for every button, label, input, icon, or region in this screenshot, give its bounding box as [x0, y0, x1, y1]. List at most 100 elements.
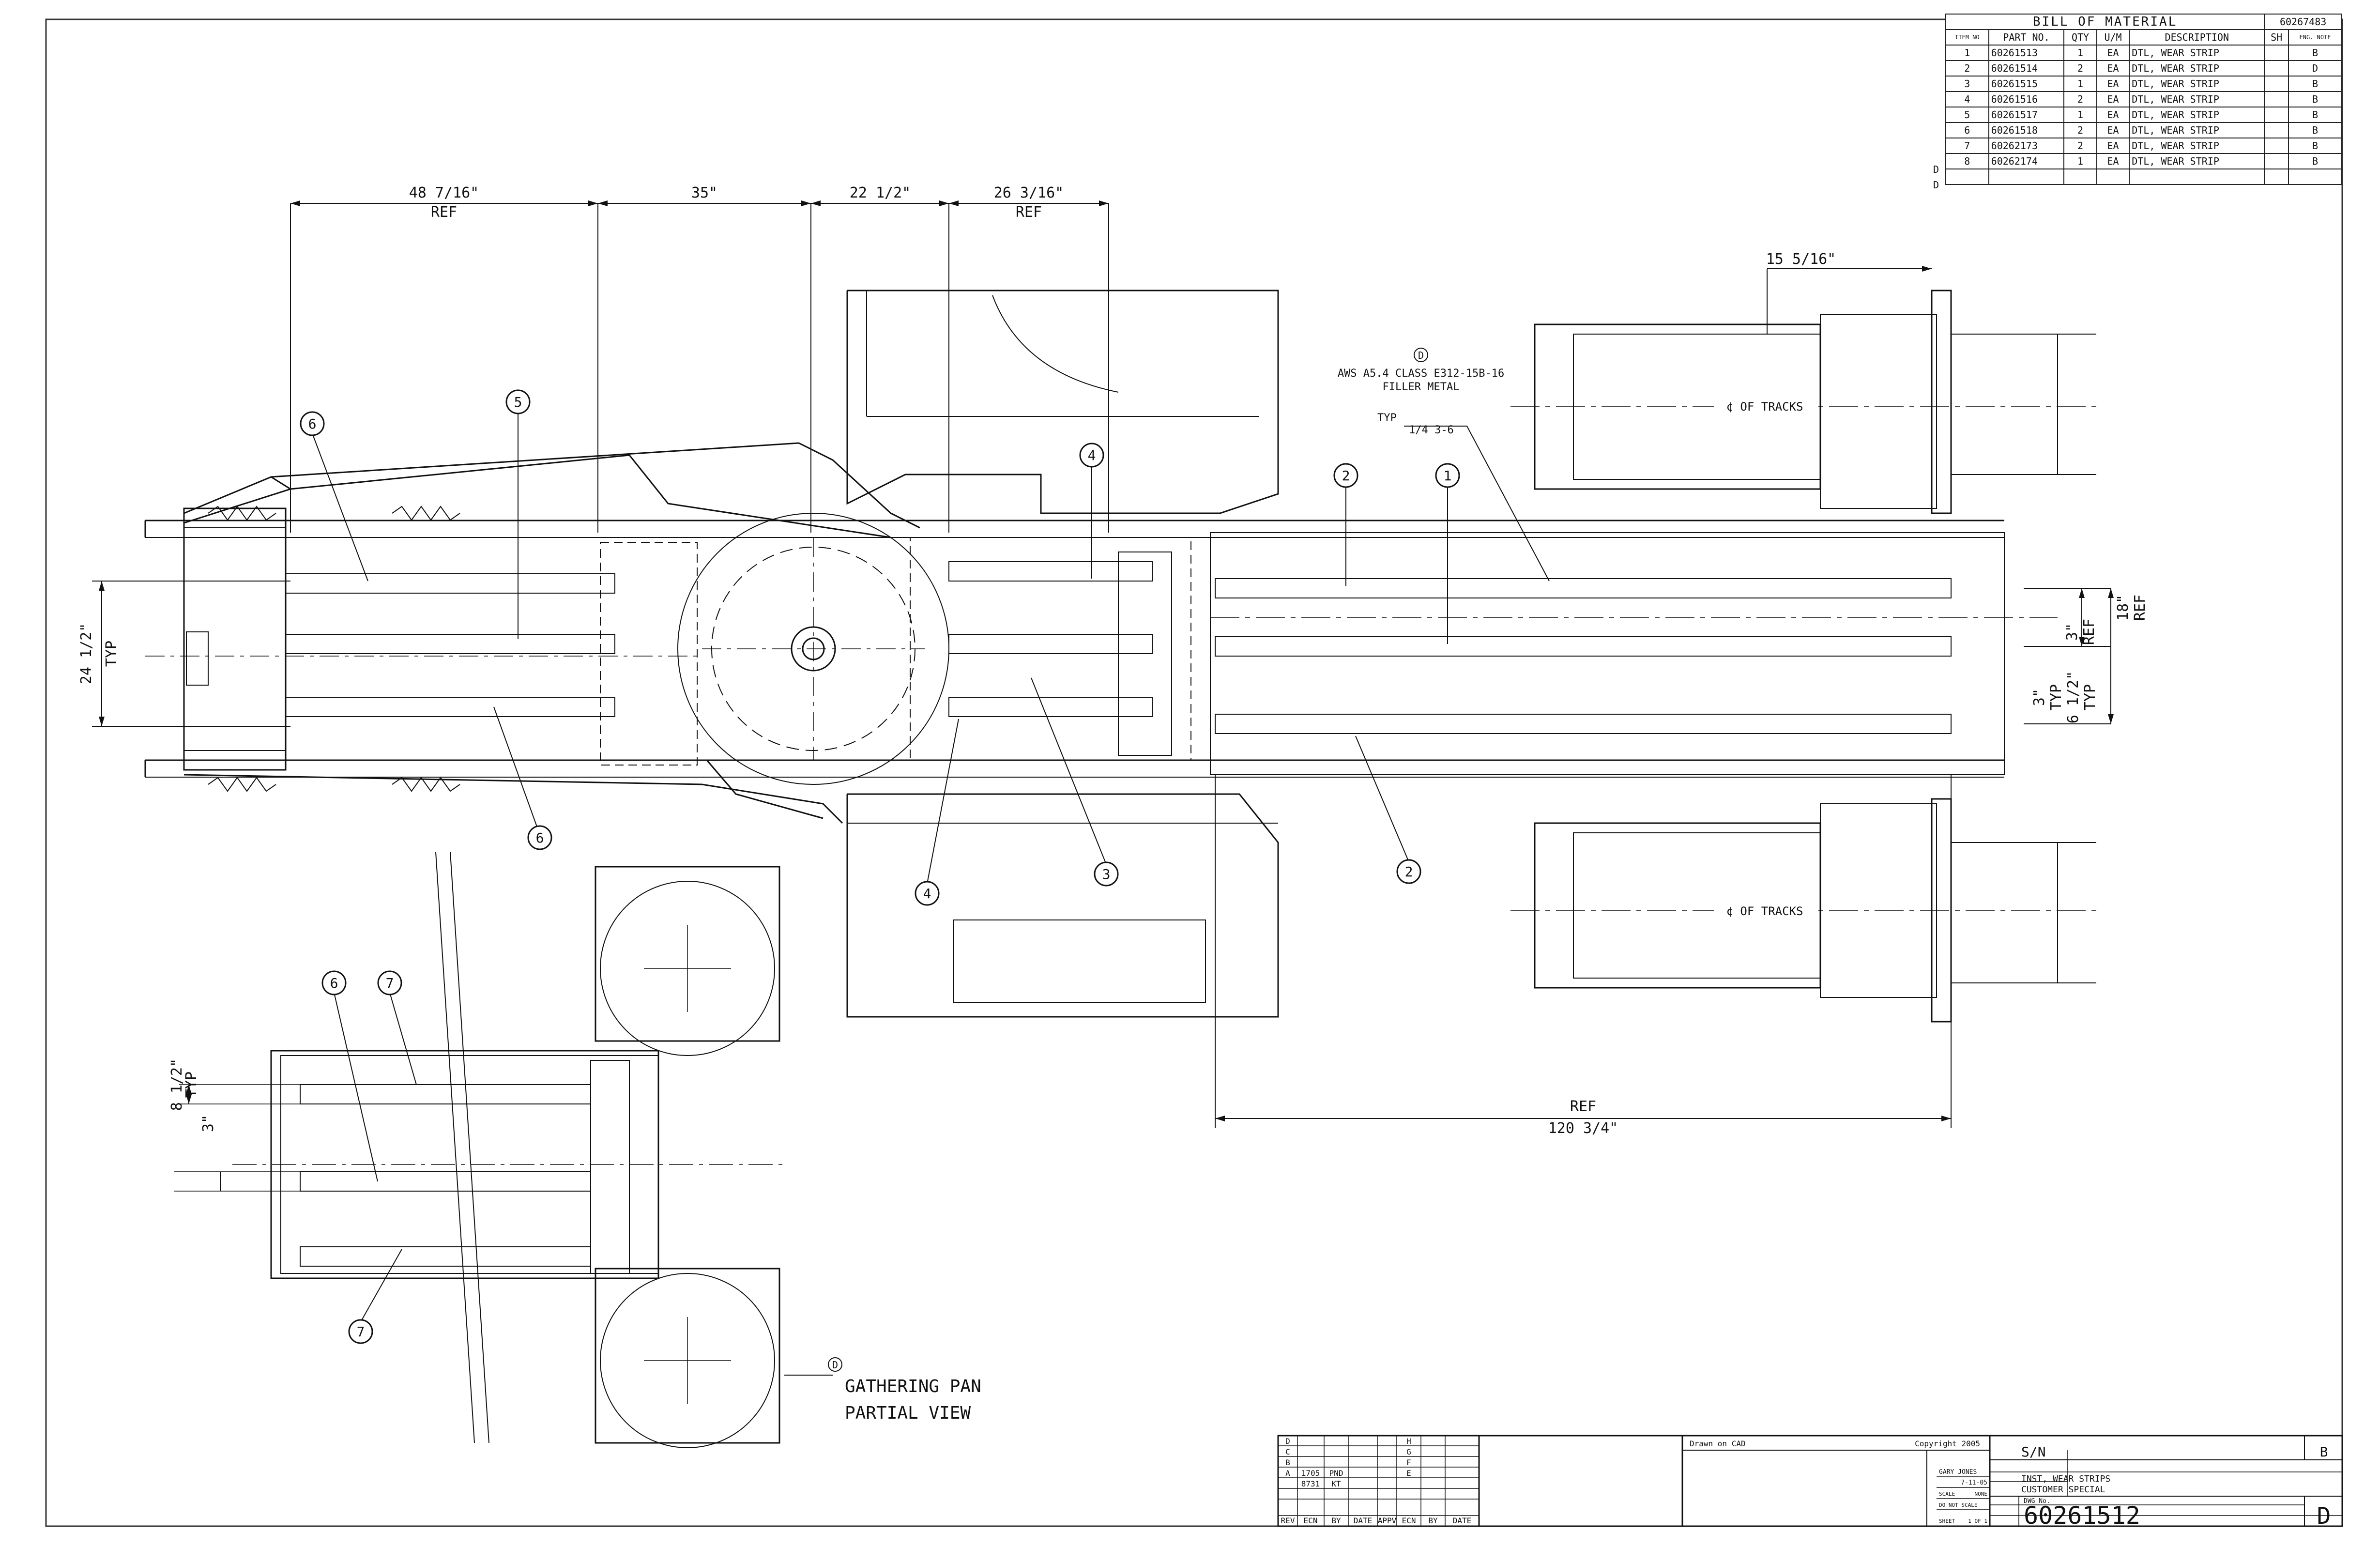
bom-desc: DTL, WEAR STRIP [2129, 45, 2265, 61]
sheet-border [45, 18, 2343, 1527]
dim-24-typ: TYP [103, 641, 120, 667]
bom-sh [2264, 107, 2289, 123]
rev-row-4-rev: A [1285, 1469, 1290, 1478]
bom-title: BILL OF MATERIAL [1945, 14, 2265, 30]
bom-part: 60262174 [1988, 153, 2065, 169]
balloon-6-top [300, 411, 325, 436]
bom-item: 1 [1945, 45, 1989, 61]
weld-note-line2: FILLER METAL [1383, 381, 1460, 393]
balloon-1 [1435, 463, 1460, 488]
bom-um: EA [2096, 76, 2130, 92]
balloon-6-pan [321, 970, 347, 996]
track-centerline-lower: ¢ OF TRACKS [1726, 904, 1803, 918]
bom-item: 8 [1945, 153, 1989, 169]
sheet-value: 1 OF 1 [1968, 1518, 1987, 1524]
dim-120-ref: REF [1570, 1098, 1596, 1115]
bom-part: 60261514 [1988, 60, 2065, 77]
bom-part: 60261518 [1988, 122, 2065, 138]
bom-item: 2 [1945, 60, 1989, 77]
rev-row-3-rev2: F [1406, 1458, 1411, 1467]
bom-sh [2264, 60, 2289, 77]
rev-row-2-rev: C [1285, 1447, 1290, 1456]
bom-um: EA [2096, 91, 2130, 107]
drawn-on-cad: Drawn on CAD [1690, 1439, 1746, 1448]
dim-48-ref: REF [431, 204, 457, 221]
rev-hdr-by: BY [1331, 1516, 1341, 1525]
balloon-6-bottom-num: 6 [536, 830, 544, 846]
bom-desc: DTL, WEAR STRIP [2129, 60, 2265, 77]
rev-row-4-by: PND [1329, 1469, 1343, 1478]
bom-desc: DTL, WEAR STRIP [2129, 91, 2265, 107]
bom-note: D [2288, 60, 2342, 77]
bom-um: EA [2096, 107, 2130, 123]
bom-um: EA [2096, 60, 2130, 77]
bom-part: 60261515 [1988, 76, 2065, 92]
bom-note: B [2288, 122, 2342, 138]
balloon-5 [505, 389, 531, 414]
bom-desc: DTL, WEAR STRIP [2129, 153, 2265, 169]
bom-um: EA [2096, 138, 2130, 154]
bom-note: B [2288, 107, 2342, 123]
bom-part: 60261516 [1988, 91, 2065, 107]
drawing-number: 60261512 [2024, 1501, 2140, 1530]
bom-sh [2264, 138, 2289, 154]
balloon-6-pan-num: 6 [330, 975, 338, 991]
weld-note-marker: D [1418, 350, 1424, 361]
table-row: 4 60261516 2 EA DTL, WEAR STRIP B [1945, 91, 2342, 107]
bom-hdr-sh: SH [2264, 29, 2289, 46]
dwg-no-label: DWG No. [2024, 1498, 2050, 1505]
bom-hdr-qty: QTY [2063, 29, 2097, 46]
sn-label: S/N [2021, 1444, 2046, 1460]
rev-hdr-date: DATE [1354, 1516, 1373, 1525]
balloon-4-bottom [915, 881, 940, 906]
dim-26-3-16: 26 3/16" [994, 184, 1064, 201]
balloon-3-num: 3 [1102, 866, 1111, 882]
title-line-1: INST, WEAR STRIPS [2021, 1474, 2110, 1484]
bom-part: 60261513 [1988, 45, 2065, 61]
bom-part: 60261517 [1988, 107, 2065, 123]
bom-title-row: BILL OF MATERIAL 60267483 [1945, 14, 2342, 30]
bom-desc: DTL, WEAR STRIP [2129, 76, 2265, 92]
bom-item: 7 [1945, 138, 1989, 154]
bom-desc: DTL, WEAR STRIP [2129, 138, 2265, 154]
partial-view-title-2: PARTIAL VIEW [845, 1403, 971, 1423]
balloon-7-top-num: 7 [386, 975, 394, 991]
bom-hdr-um: U/M [2096, 29, 2130, 46]
balloon-5-num: 5 [514, 394, 522, 410]
partial-view-marker: D [832, 1359, 838, 1371]
rev-hdr-appv: APPV [1378, 1516, 1397, 1525]
table-row: 7 60262173 2 EA DTL, WEAR STRIP B [1945, 138, 2342, 154]
balloon-4-bottom-num: 4 [923, 886, 931, 902]
table-row: 3 60261515 1 EA DTL, WEAR STRIP B [1945, 76, 2342, 92]
dim-22-1-2: 22 1/2" [850, 184, 911, 201]
rev-hdr-date2: DATE [1453, 1516, 1472, 1525]
bom-qty: 2 [2063, 60, 2097, 77]
dim-3-ref-val: 3" [2064, 623, 2081, 641]
weld-typ: TYP [1377, 412, 1397, 424]
rev-row-3-rev: B [1285, 1458, 1290, 1467]
dim-3-ref: REF [2081, 619, 2098, 645]
dim-3-typ-val: 3" [2031, 689, 2048, 706]
bom-sh [2264, 122, 2289, 138]
dim-6-1-2: 6 1/2" [2065, 671, 2082, 723]
bom-hdr-part: PART NO. [1988, 29, 2065, 46]
title-block: Drawn on CAD Copyright 2005 GARY JONES 7… [1690, 1439, 2331, 1530]
balloon-7-bottom-num: 7 [357, 1324, 365, 1340]
bom-hdr-item: ITEM NO [1945, 29, 1989, 46]
bill-of-material: BILL OF MATERIAL 60267483 ITEM NO PART N… [1945, 14, 2342, 185]
rev-hdr-ecn2: ECN [1402, 1516, 1416, 1525]
title-block-frame [1277, 1435, 2343, 1527]
balloon-2-bottom-num: 2 [1405, 864, 1413, 880]
revision-table: D H C G B F A 1705 PND E 8731 KT REV ECN… [1281, 1437, 1472, 1525]
dimension-lines [92, 200, 2114, 1128]
dim-26-ref: REF [1016, 204, 1042, 221]
bom-desc: DTL, WEAR STRIP [2129, 107, 2265, 123]
bom-item: 5 [1945, 107, 1989, 123]
dim-6-typ: TYP [2082, 684, 2099, 710]
scale-value: NONE [1975, 1491, 1988, 1497]
drawing-rev: D [2317, 1502, 2331, 1530]
rev-row-4-rev2: E [1406, 1469, 1411, 1478]
track-centerline-upper: ¢ OF TRACKS [1726, 400, 1803, 414]
dim-15-5-16: 15 5/16" [1766, 251, 1836, 268]
